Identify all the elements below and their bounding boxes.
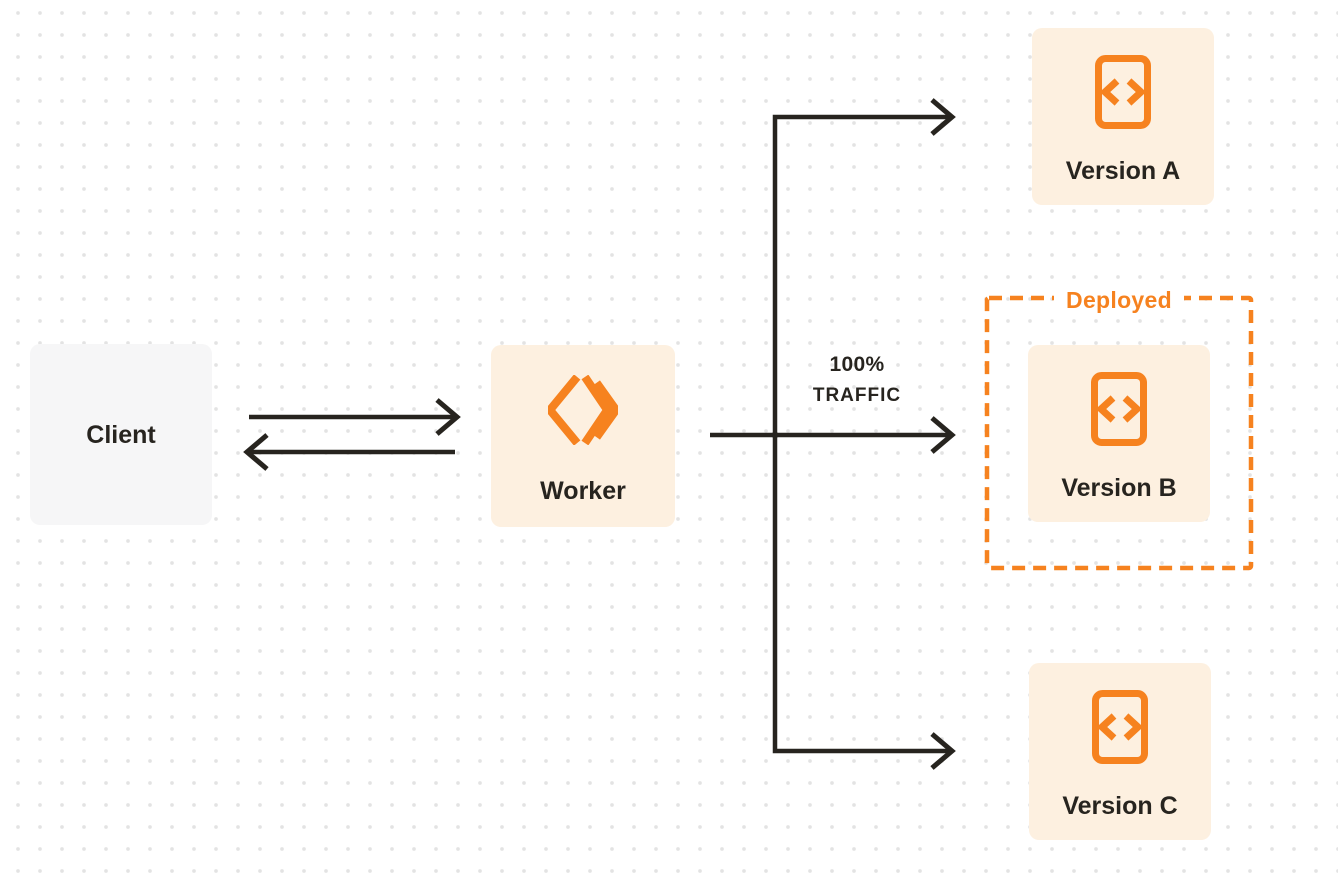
traffic-percent-text: 100% [829,353,885,376]
worker-label: Worker [540,477,626,505]
branch-to-version-a-arrow [772,98,956,438]
client-node: Client [30,344,212,525]
version-b-node: Version B [1028,345,1210,522]
version-c-label: Version C [1062,792,1178,820]
version-c-node: Version C [1029,663,1211,840]
code-file-icon [1091,372,1147,446]
traffic-word-text: TRAFFIC [812,385,902,406]
version-a-label: Version A [1065,157,1181,185]
workers-logo-icon [544,374,622,446]
traffic-annotation: 100% TRAFFIC [782,350,932,412]
version-a-node: Version A [1032,28,1214,205]
code-file-icon [1095,55,1151,129]
client-label: Client [86,420,156,449]
worker-node: Worker [491,345,675,527]
version-b-label: Version B [1061,474,1177,502]
code-file-icon [1092,690,1148,764]
branch-to-version-c-arrow [772,432,956,770]
